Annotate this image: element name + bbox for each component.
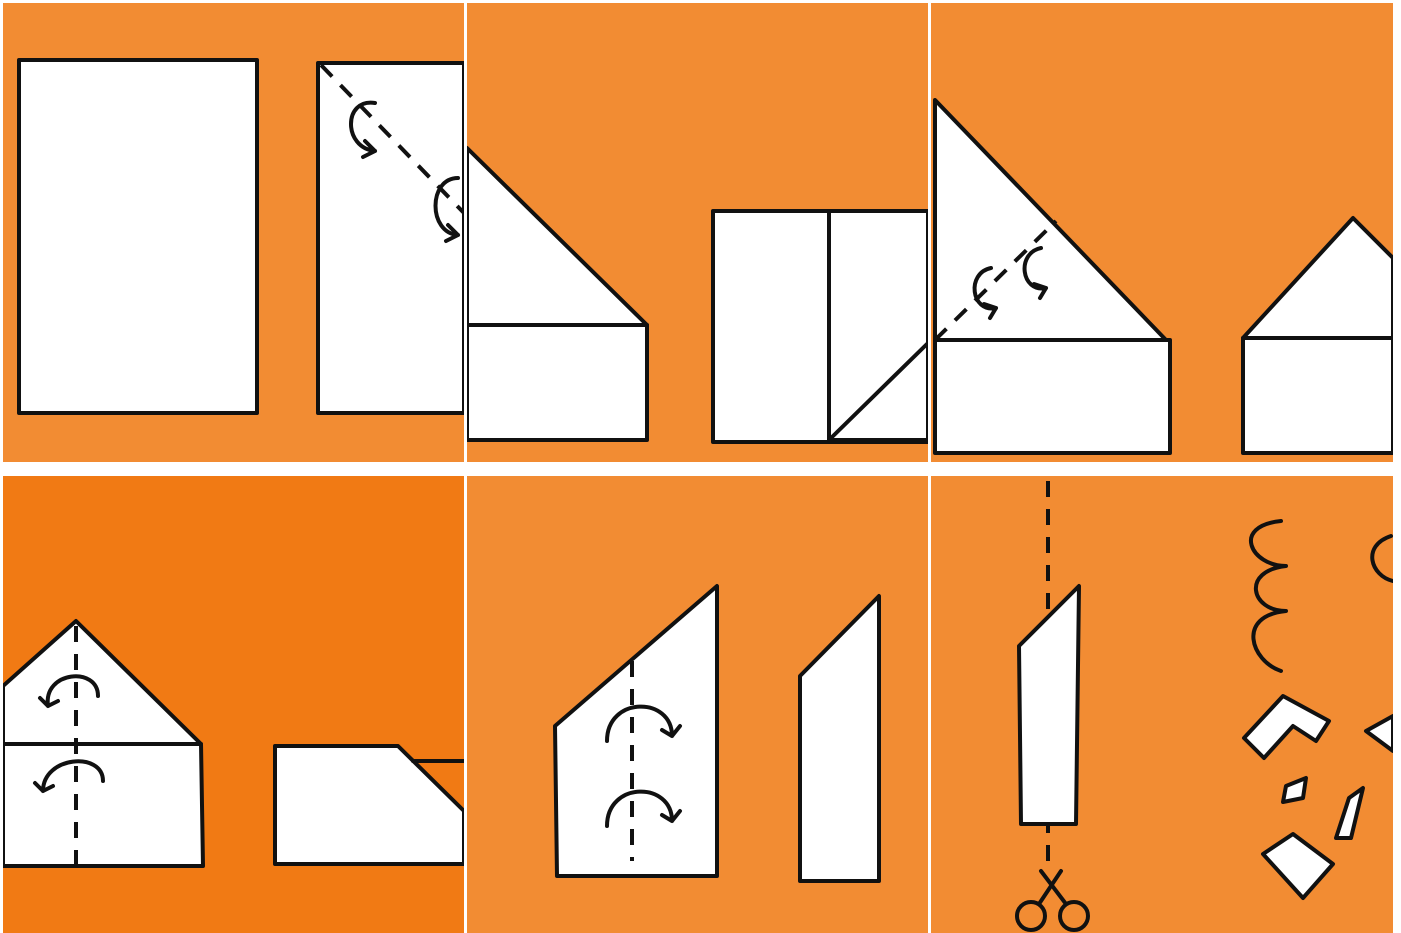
step-panel-3: [931, 3, 1393, 462]
step-3-diagram: [931, 3, 1393, 462]
step-panel-6: [931, 476, 1393, 933]
step-2-diagram: [467, 3, 928, 462]
step-6-diagram: [931, 476, 1393, 933]
step-panel-1: [3, 3, 464, 462]
step-5-diagram: [467, 476, 928, 933]
step-1-diagram: [3, 3, 464, 462]
paper-sheet-partial: [318, 63, 464, 413]
step-4-diagram: [3, 476, 464, 933]
house-base: [935, 340, 1170, 453]
step-panel-5: [467, 476, 928, 933]
paper-sheet: [19, 60, 257, 413]
house-base-right: [1243, 338, 1393, 453]
step-panel-2: [467, 3, 928, 462]
step-panel-4: [3, 476, 464, 933]
